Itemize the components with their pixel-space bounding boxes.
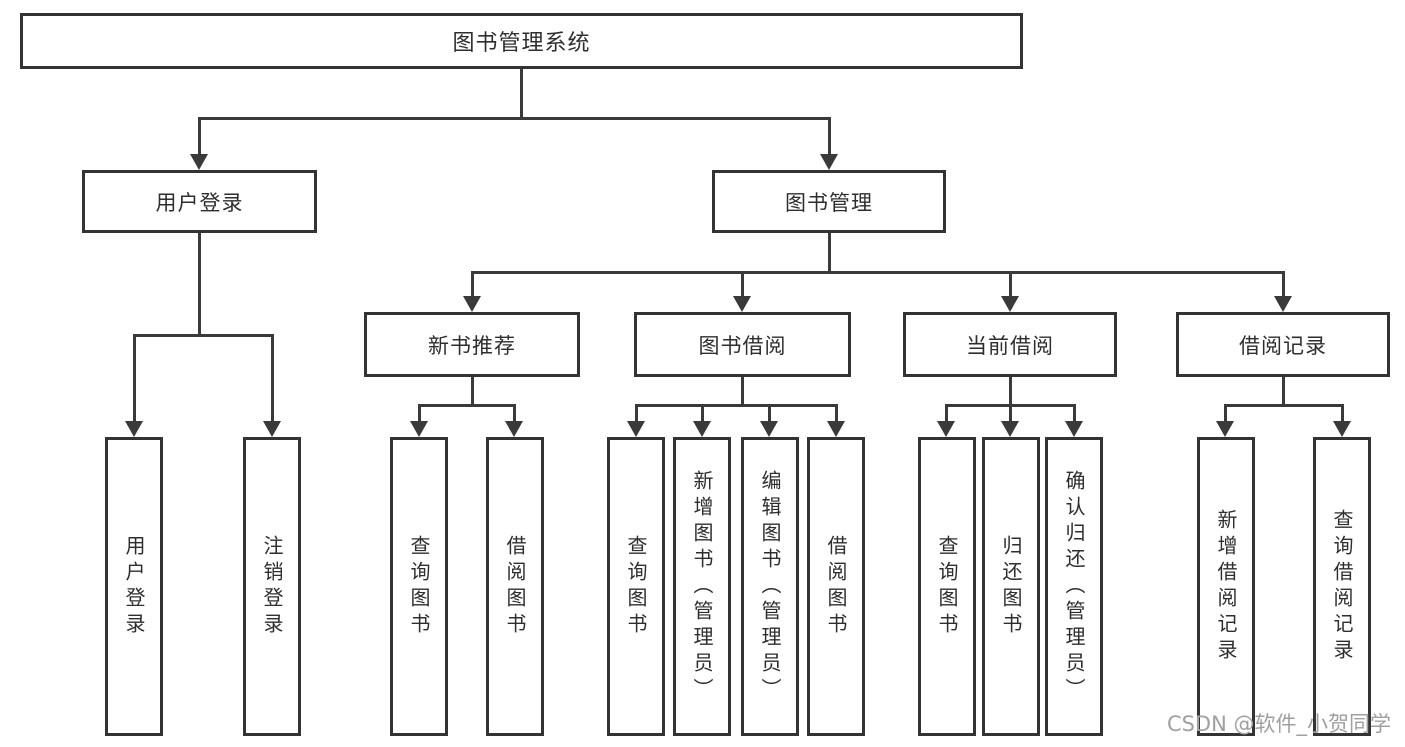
leaf-query-borrow-record: 查询借阅记录 <box>1313 437 1371 736</box>
leaf-add-books-admin: 新增图书（管理员） <box>673 437 731 736</box>
node-label: 查询图书 <box>407 534 431 639</box>
arrowhead-down-icon <box>410 421 428 437</box>
connector-line <box>512 405 516 422</box>
connector-line <box>470 270 1285 274</box>
arrowhead-down-icon <box>505 421 523 437</box>
arrowhead-down-icon <box>693 421 711 437</box>
node-current-borrowing: 当前借阅 <box>903 312 1117 377</box>
arrowhead-down-icon <box>1274 296 1292 312</box>
csdn-watermark: CSDN @软件_小贺同学 <box>1166 712 1391 736</box>
connector-line <box>700 405 704 422</box>
node-book-management: 图书管理 <box>712 170 946 233</box>
node-label: 图书管理 <box>785 190 873 215</box>
connector-line <box>1340 405 1344 422</box>
arrowhead-down-icon <box>463 296 481 312</box>
connector-line <box>1223 405 1227 422</box>
node-label: 借阅记录 <box>1239 333 1327 358</box>
connector-line <box>1281 272 1285 297</box>
connector-line <box>1008 272 1012 297</box>
connector-line <box>470 272 474 297</box>
arrowhead-down-icon <box>827 421 845 437</box>
leaf-borrow-books-newbooks: 借阅图书 <box>486 437 544 736</box>
connector-line <box>1008 405 1012 422</box>
connector-line <box>470 377 474 407</box>
connector-line <box>132 335 136 422</box>
node-label: 新增图书（管理员） <box>690 469 714 704</box>
connector-line <box>197 118 201 155</box>
node-label: 图书借阅 <box>698 333 787 358</box>
leaf-confirm-return-admin: 确认归还（管理员） <box>1045 437 1103 736</box>
node-library-management-system: 图书管理系统 <box>20 13 1023 69</box>
node-label: 借阅图书 <box>503 534 527 639</box>
connector-line <box>519 69 523 120</box>
arrowhead-down-icon <box>820 154 838 170</box>
node-label: 查询图书 <box>624 534 648 639</box>
node-label: 确认归还（管理员） <box>1062 469 1086 704</box>
connector-line <box>634 405 638 422</box>
connector-line <box>944 405 948 422</box>
node-label: 归还图书 <box>999 534 1023 639</box>
node-new-book-recommend: 新书推荐 <box>364 312 580 377</box>
connector-line <box>197 116 831 120</box>
leaf-logout: 注销登录 <box>243 437 301 736</box>
connector-line <box>197 233 201 337</box>
connector-line <box>827 118 831 155</box>
connector-line <box>1281 377 1285 407</box>
connector-line <box>1223 403 1344 407</box>
connector-line <box>740 272 744 297</box>
connector-line <box>1008 377 1012 407</box>
arrowhead-down-icon <box>125 421 143 437</box>
connector-line <box>417 405 421 422</box>
node-label: 查询图书 <box>935 534 959 639</box>
connector-line <box>834 405 838 422</box>
arrowhead-down-icon <box>733 296 751 312</box>
leaf-return-books: 归还图书 <box>982 437 1040 736</box>
node-label: 用户登录 <box>155 190 244 215</box>
leaf-user-login: 用户登录 <box>105 437 163 736</box>
node-label: 新书推荐 <box>428 333 516 358</box>
node-label: 图书管理系统 <box>452 31 591 56</box>
arrowhead-down-icon <box>627 421 645 437</box>
node-label: 编辑图书（管理员） <box>758 469 782 704</box>
arrowhead-down-icon <box>1333 421 1351 437</box>
node-label: 当前借阅 <box>966 333 1054 358</box>
connector-line <box>1072 405 1076 422</box>
node-label: 新增借阅记录 <box>1214 508 1238 665</box>
arrowhead-down-icon <box>937 421 955 437</box>
connector-line <box>767 405 771 422</box>
connector-line <box>270 335 274 422</box>
arrowhead-down-icon <box>1065 421 1083 437</box>
arrowhead-down-icon <box>1216 421 1234 437</box>
connector-line <box>417 403 516 407</box>
node-label: 用户登录 <box>122 534 146 639</box>
node-label: 借阅图书 <box>824 534 848 639</box>
leaf-add-borrow-record: 新增借阅记录 <box>1197 437 1255 736</box>
arrowhead-down-icon <box>1001 296 1019 312</box>
connector-line <box>827 233 831 274</box>
node-book-borrowing: 图书借阅 <box>634 312 851 377</box>
leaf-query-books-newbooks: 查询图书 <box>390 437 448 736</box>
leaf-query-books-current: 查询图书 <box>918 437 976 736</box>
connector-line <box>740 377 744 407</box>
leaf-edit-books-admin: 编辑图书（管理员） <box>741 437 799 736</box>
arrowhead-down-icon <box>263 421 281 437</box>
node-borrow-records: 借阅记录 <box>1176 312 1390 377</box>
arrowhead-down-icon <box>760 421 778 437</box>
arrowhead-down-icon <box>190 154 208 170</box>
node-user-login: 用户登录 <box>82 170 317 233</box>
connector-line <box>132 333 274 337</box>
node-label: 查询借阅记录 <box>1330 508 1354 665</box>
arrowhead-down-icon <box>1001 421 1019 437</box>
leaf-query-books-borrowing: 查询图书 <box>607 437 665 736</box>
connector-line <box>634 403 838 407</box>
node-label: 注销登录 <box>260 534 284 639</box>
leaf-borrow-books-borrowing: 借阅图书 <box>807 437 865 736</box>
